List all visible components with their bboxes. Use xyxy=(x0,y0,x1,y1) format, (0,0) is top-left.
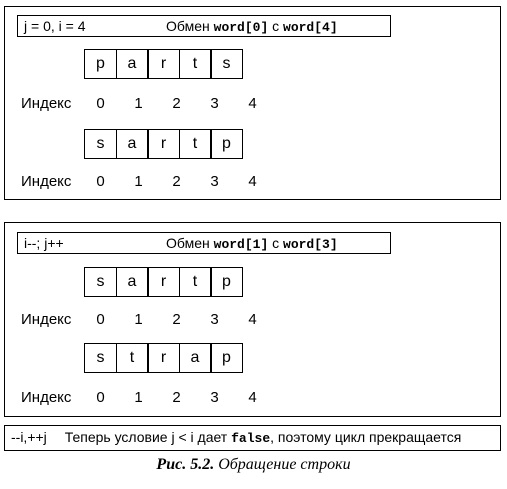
index-label: Индекс xyxy=(21,311,72,328)
array-cell: a xyxy=(115,49,149,79)
array-cell: a xyxy=(178,343,212,373)
index-label: Индекс xyxy=(21,95,72,112)
figure-number: Рис. 5.2. xyxy=(156,456,215,473)
array-cell: a xyxy=(115,129,149,159)
figure-title: Обращение строки xyxy=(218,456,351,473)
swap-prefix: Обмен xyxy=(166,18,210,34)
index-number: 0 xyxy=(96,95,105,112)
char-array-before: p a r t s xyxy=(84,49,243,79)
array-cell: t xyxy=(178,267,212,297)
array-cell: s xyxy=(84,343,117,373)
index-number: 1 xyxy=(134,95,143,112)
index-number: 3 xyxy=(210,95,219,112)
index-number: 1 xyxy=(134,389,143,406)
index-number: 2 xyxy=(172,95,181,112)
index-number: 3 xyxy=(210,311,219,328)
step-condition: j = 0, i = 4 xyxy=(24,18,86,34)
swap-conjunction: с xyxy=(272,235,280,251)
index-number: 0 xyxy=(96,311,105,328)
step-panel-2: i--; j++ Обмен word[1] с word[3] s a r t… xyxy=(4,222,501,417)
step-header: j = 0, i = 4 Обмен word[0] с word[4] xyxy=(17,15,391,37)
step-header: i--; j++ Обмен word[1] с word[3] xyxy=(17,232,391,254)
array-cell: t xyxy=(178,49,212,79)
array-cell: s xyxy=(210,49,243,79)
index-number: 3 xyxy=(210,173,219,190)
char-array-after: s a r t p xyxy=(84,129,243,159)
swap-second-element: word[4] xyxy=(283,20,338,35)
array-cell: p xyxy=(210,343,243,373)
index-number: 2 xyxy=(172,311,181,328)
swap-prefix: Обмен xyxy=(166,235,210,251)
array-cell: r xyxy=(147,267,180,297)
termination-note: --i,++j Теперь условие j < i дает false,… xyxy=(4,425,501,451)
swap-conjunction: с xyxy=(272,18,280,34)
index-number: 2 xyxy=(172,389,181,406)
swap-description: Обмен word[1] с word[3] xyxy=(166,233,338,255)
swap-description: Обмен word[0] с word[4] xyxy=(166,16,338,38)
index-number: 2 xyxy=(172,173,181,190)
swap-first-element: word[0] xyxy=(213,20,269,35)
step-condition: i--; j++ xyxy=(24,235,64,251)
step-panel-1: j = 0, i = 4 Обмен word[0] с word[4] p a… xyxy=(4,6,501,200)
array-cell: r xyxy=(147,49,180,79)
char-array-before: s a r t p xyxy=(84,267,243,297)
figure-caption: Рис. 5.2. Обращение строки xyxy=(0,456,507,474)
array-cell: r xyxy=(147,343,180,373)
index-number: 4 xyxy=(248,389,257,406)
index-number: 1 xyxy=(134,311,143,328)
array-cell: p xyxy=(84,49,117,79)
footer-text-before: Теперь условие j < i дает xyxy=(64,429,228,445)
array-cell: s xyxy=(84,267,117,297)
index-number: 1 xyxy=(134,173,143,190)
array-cell: p xyxy=(210,267,243,297)
array-cell: s xyxy=(84,129,117,159)
swap-first-element: word[1] xyxy=(213,237,269,252)
index-number: 0 xyxy=(96,173,105,190)
index-number: 4 xyxy=(248,173,257,190)
index-label: Индекс xyxy=(21,389,72,406)
footer-text-after: , поэтому цикл прекращается xyxy=(270,429,462,445)
swap-second-element: word[3] xyxy=(283,237,338,252)
array-cell: t xyxy=(178,129,212,159)
array-cell: r xyxy=(147,129,180,159)
array-cell: t xyxy=(115,343,149,373)
index-number: 4 xyxy=(248,311,257,328)
array-cell: p xyxy=(210,129,243,159)
footer-keyword: false xyxy=(231,431,271,446)
index-label: Индекс xyxy=(21,173,72,190)
char-array-after: s t r a p xyxy=(84,343,243,373)
index-number: 4 xyxy=(248,95,257,112)
index-number: 3 xyxy=(210,389,219,406)
footer-step: --i,++j xyxy=(11,429,47,445)
array-cell: a xyxy=(115,267,149,297)
index-number: 0 xyxy=(96,389,105,406)
